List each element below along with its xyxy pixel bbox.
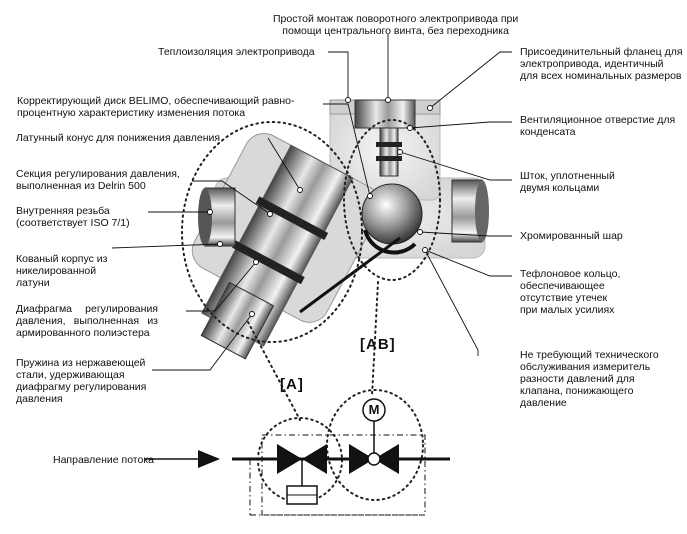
label-flow-direction: Направление потока — [53, 454, 155, 466]
leader-lines — [111, 34, 512, 371]
chrome-ball — [361, 183, 423, 245]
pressure-section — [191, 133, 382, 360]
leader-dots — [207, 97, 433, 317]
label-internal-thread: Внутренняя резьба(соответствует ISO 7/1) — [16, 205, 130, 229]
label-cone: Латунный конус для понижения давления — [16, 132, 221, 144]
label-pressure-section: Секция регулирования давления,выполненна… — [16, 168, 180, 192]
motor-symbol — [362, 398, 386, 422]
port-a-tag: [A] — [280, 376, 304, 393]
label-chrome-ball: Хромированный шар — [520, 230, 623, 242]
label-top-mount: Простой монтаж поворотного электропривод… — [273, 13, 519, 37]
label-belimo-disk: Корректирующий диск BELIMO, обеспечивающ… — [17, 95, 295, 119]
flow-schematic — [145, 398, 450, 516]
port-ab-tag: [AB] — [360, 336, 396, 353]
inlet-thread — [198, 187, 236, 247]
label-insulation: Теплоизоляция электропривода — [158, 46, 315, 58]
outlet-thread — [451, 179, 489, 243]
flow-arrow-icon — [198, 450, 220, 468]
motor-label: M — [368, 402, 380, 417]
